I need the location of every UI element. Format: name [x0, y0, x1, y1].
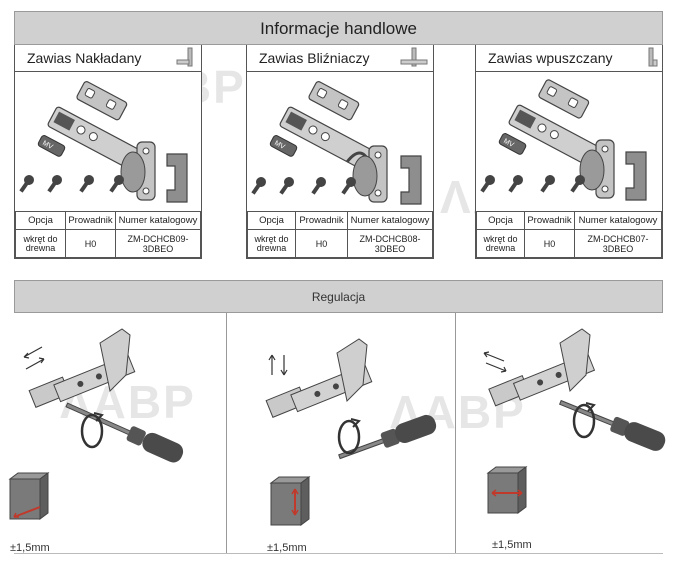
spec-table: Opcja Prowadnik Numer katalogowy wkręt d…	[247, 211, 433, 258]
product-card-twin: Zawias Bliźniaczy MV	[246, 45, 434, 259]
col-header-catalog: Numer katalogowy	[347, 211, 433, 230]
panel-divider	[455, 313, 456, 553]
col-header-option: Opcja	[476, 211, 525, 230]
svg-text:MV: MV	[273, 140, 286, 151]
product-title-row: Zawias wpuszczany	[476, 45, 662, 72]
col-header-option: Opcja	[15, 211, 66, 230]
bottom-rule	[14, 553, 663, 554]
svg-text:MV: MV	[41, 140, 54, 151]
product-title-row: Zawias Bliźniaczy	[247, 45, 433, 72]
catalog-number: ZM-DCHCB09-3DBEO	[115, 229, 201, 258]
col-header-catalog: Numer katalogowy	[574, 211, 662, 230]
option-value: wkręt do drewna	[15, 229, 66, 258]
hinge-illustration: MV	[247, 72, 433, 211]
col-header-catalog: Numer katalogowy	[115, 211, 201, 230]
spec-table: Opcja Prowadnik Numer katalogowy wkręt d…	[15, 211, 201, 258]
hinge-thumbnail-icon	[176, 47, 193, 67]
adjustment-cube-icon	[486, 466, 528, 514]
option-value: wkręt do drewna	[247, 229, 296, 258]
catalog-number: ZM-DCHCB08-3DBEO	[347, 229, 433, 258]
hinge-thumbnail-icon	[400, 47, 428, 67]
horizontal-arrows-icon	[23, 346, 45, 370]
adjustment-illustration	[483, 328, 666, 514]
adjustment-panel-vertical: ±1,5mm	[227, 313, 455, 554]
guide-value: H0	[295, 229, 348, 258]
adjustment-panel-depth: ±1,5mm	[456, 313, 689, 553]
vertical-arrows-icon	[268, 354, 288, 376]
panel-divider	[226, 313, 227, 553]
col-header-guide: Prowadnik	[295, 211, 348, 230]
product-title: Zawias Bliźniaczy	[259, 50, 370, 66]
hinge-illustration: MV	[15, 72, 201, 211]
section-header-commercial-info: Informacje handlowe	[14, 11, 663, 45]
spec-table: Opcja Prowadnik Numer katalogowy wkręt d…	[476, 211, 662, 258]
adjustment-panel-horizontal: ±1,5mm	[0, 313, 226, 554]
guide-value: H0	[65, 229, 116, 258]
guide-value: H0	[524, 229, 575, 258]
col-header-guide: Prowadnik	[65, 211, 116, 230]
adjustment-cube-icon	[269, 476, 311, 526]
col-header-option: Opcja	[247, 211, 296, 230]
tolerance-label: ±1,5mm	[267, 542, 307, 554]
section-header-regulation: Regulacja	[14, 280, 663, 313]
adjustment-illustration	[8, 328, 184, 520]
hinge-thumbnail-icon	[648, 47, 658, 67]
product-card-inset: Zawias wpuszczany MV	[475, 45, 663, 259]
col-header-guide: Prowadnik	[524, 211, 575, 230]
product-title: Zawias Nakładany	[27, 50, 142, 66]
svg-text:MV: MV	[502, 138, 515, 149]
option-value: wkręt do drewna	[476, 229, 525, 258]
catalog-number: ZM-DCHCB07-3DBEO	[574, 229, 662, 258]
adjustment-illustration	[265, 338, 437, 526]
tolerance-label: ±1,5mm	[492, 539, 532, 551]
product-title-row: Zawias Nakładany	[15, 45, 201, 72]
depth-arrows-icon	[483, 351, 507, 373]
product-title: Zawias wpuszczany	[488, 50, 613, 66]
tolerance-label: ±1,5mm	[10, 542, 50, 554]
product-card-overlay: Zawias Nakładany	[14, 45, 202, 259]
adjustment-cube-icon	[8, 472, 50, 520]
hinge-illustration: MV	[476, 72, 662, 211]
